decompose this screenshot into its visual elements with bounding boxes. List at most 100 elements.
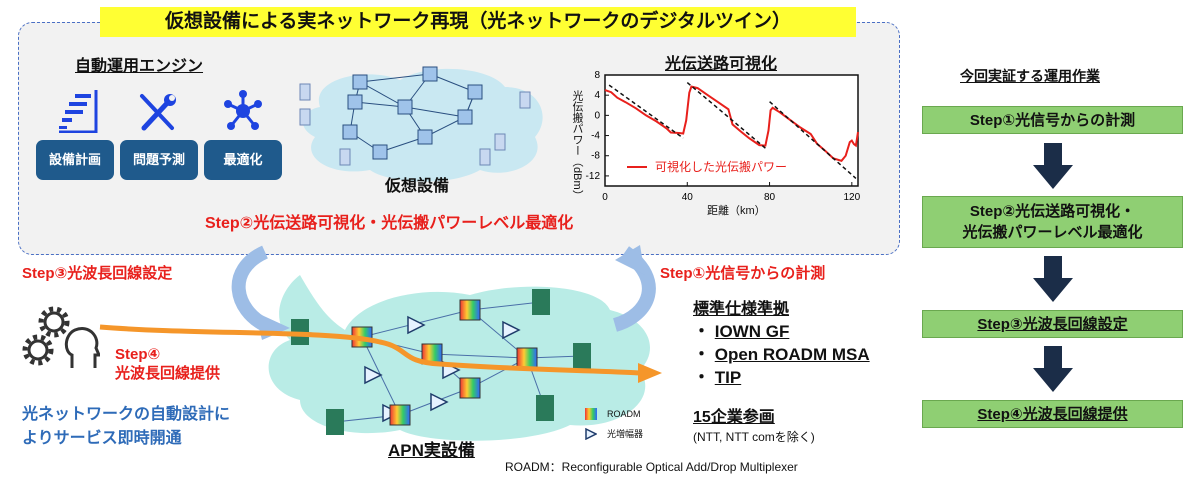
x-tick-label: 40: [682, 192, 694, 203]
legend-label: 可視化した光伝搬パワー: [655, 160, 788, 174]
standard-item-label: Open ROADM MSA: [714, 345, 870, 364]
roadm-node-icon: [347, 94, 363, 110]
engine-title: 自動運用エンジン: [75, 58, 204, 75]
auto-design-line1: 光ネットワークの自動設計に: [22, 406, 231, 423]
roadm-icon: [585, 408, 597, 420]
right-step3: Step③光波長回線設定: [922, 310, 1183, 338]
roadm-node-icon: [422, 66, 438, 82]
standard-item-label: IOWN GF: [714, 322, 790, 341]
right-step3-label: Step③光波長回線設定: [977, 315, 1128, 333]
optimization-button[interactable]: 最適化: [204, 140, 282, 180]
amplifier-icon: [430, 392, 449, 412]
fit-line: [769, 101, 857, 179]
right-step2-line2: 光伝搬パワーレベル最適化: [962, 224, 1143, 241]
roadm-node-icon: [467, 84, 483, 100]
standards-title: 標準仕様準拠: [693, 301, 790, 318]
y-tick-label: 4: [594, 90, 600, 101]
right-step1: Step①光信号からの計測: [922, 106, 1183, 134]
power-line: [604, 85, 859, 162]
auto-design-text: 光ネットワークの自動設計に よりサービス即時開通: [22, 403, 230, 451]
optical-path-line: [99, 324, 641, 376]
problem-prediction-button[interactable]: 問題予測: [120, 140, 198, 180]
y-tick-label: -12: [586, 171, 601, 182]
right-step4-label: Step④光波長回線提供: [977, 405, 1128, 423]
step3-label: Step③光波長回線設定: [22, 265, 173, 282]
equipment-planning-button[interactable]: 設備計画: [36, 140, 114, 180]
standard-item: ・ IOWN GF: [693, 322, 790, 341]
legend-roadm-label: ROADM: [607, 409, 641, 419]
companies-note: (NTT, NTT comを除く): [693, 430, 815, 444]
step4-line1: Step④: [115, 346, 161, 363]
network-hub-icon: [224, 90, 262, 130]
down-arrow-icon: [1033, 346, 1073, 392]
apn-label: APN実設備: [388, 441, 475, 460]
roadm-node-icon: [397, 99, 413, 115]
step4-label: Step④ 光波長回線提供: [115, 345, 220, 383]
plot-area: [604, 74, 859, 187]
roadm-node-icon: [342, 124, 358, 140]
auto-design-line2: よりサービス即時開通: [22, 430, 182, 447]
network-legend: ROADM 光増幅器: [585, 404, 643, 444]
y-tick-label: 8: [594, 70, 600, 81]
chart-title: 光伝送路可視化: [665, 56, 778, 73]
roadm-node-icon: [389, 404, 411, 426]
legend-amp: 光増幅器: [585, 424, 643, 444]
right-step1-label: Step①光信号からの計測: [969, 111, 1136, 129]
standard-item-label: TIP: [714, 368, 742, 387]
right-step2-line1: Step②光伝送路可視化・: [969, 203, 1136, 220]
cloud-shape: [268, 275, 650, 441]
chart-legend: 可視化した光伝搬パワー: [627, 158, 787, 175]
y-tick-label: -4: [591, 131, 600, 142]
down-arrow-icon: [1033, 256, 1073, 302]
step4-line2: 光波長回線提供: [115, 365, 221, 382]
step3-curved-arrow: [231, 245, 269, 332]
cloud-shape: [302, 68, 543, 182]
arrowhead: [615, 245, 645, 275]
legend-amp-label: 光増幅器: [607, 429, 644, 439]
step1-label: Step①光信号からの計測: [660, 265, 826, 282]
amplifier-icon: [364, 365, 383, 385]
chart-ylabel: 光伝搬パワー（dBm）: [571, 90, 583, 201]
footnote: ROADM：Reconfigurable Optical Add/Drop Mu…: [505, 460, 798, 474]
y-tick-label: -8: [591, 151, 600, 162]
roadm-node-icon: [459, 299, 481, 321]
roadm-node-icon: [457, 109, 473, 125]
link: [431, 353, 528, 359]
link: [404, 106, 466, 118]
chart-xlabel: 距離（km）: [707, 205, 766, 217]
virtual-equipment-label: 仮想設備: [385, 178, 450, 195]
roadm-node-icon: [459, 377, 481, 399]
standard-item: ・ TIP: [693, 368, 742, 387]
step2-label: Step②光伝送路可視化・光伝搬パワーレベル最適化: [205, 215, 574, 232]
server-icon: [532, 289, 550, 315]
fit-line: [686, 82, 766, 149]
server-icon: [573, 343, 591, 369]
roadm-node-icon: [516, 347, 538, 369]
fit-line: [608, 84, 684, 139]
virtual-network-diagram: [299, 66, 543, 182]
roadm-node-icon: [417, 129, 433, 145]
server-icon: [299, 83, 311, 101]
staircase-chart-icon: [59, 90, 98, 133]
server-icon: [339, 148, 351, 166]
roadm-node-icon: [372, 144, 388, 160]
legend-swatch: [627, 165, 647, 168]
amplifier-icon: [407, 315, 426, 335]
amplifier-icon: [585, 428, 597, 440]
link: [469, 301, 542, 311]
server-icon: [299, 108, 311, 126]
real-network-diagram: [99, 245, 662, 441]
server-icon: [519, 91, 531, 109]
link: [361, 336, 401, 416]
right-step4: Step④光波長回線提供: [922, 400, 1183, 428]
x-tick-label: 120: [843, 192, 860, 203]
link: [359, 73, 431, 83]
x-tick-label: 80: [764, 192, 776, 203]
y-tick-label: 0: [594, 110, 600, 121]
banner-title: 仮想設備による実ネットワーク再現（光ネットワークのデジタルツイン）: [100, 7, 856, 37]
x-tick-label: 0: [602, 192, 608, 203]
amplifier-icon: [502, 320, 521, 340]
right-panel-title: 今回実証する運用作業: [960, 68, 1100, 84]
optical-path-arrowhead: [638, 363, 662, 383]
